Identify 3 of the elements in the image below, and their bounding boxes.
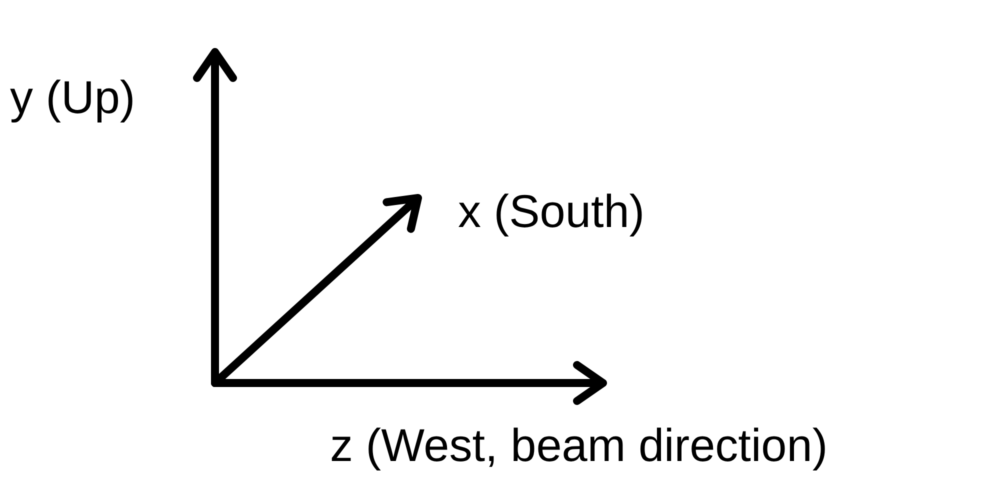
axis-label: x (South)	[458, 186, 645, 237]
axis-label: y (Up)	[10, 72, 136, 123]
axis-label: z (West, beam direction)	[330, 420, 828, 471]
